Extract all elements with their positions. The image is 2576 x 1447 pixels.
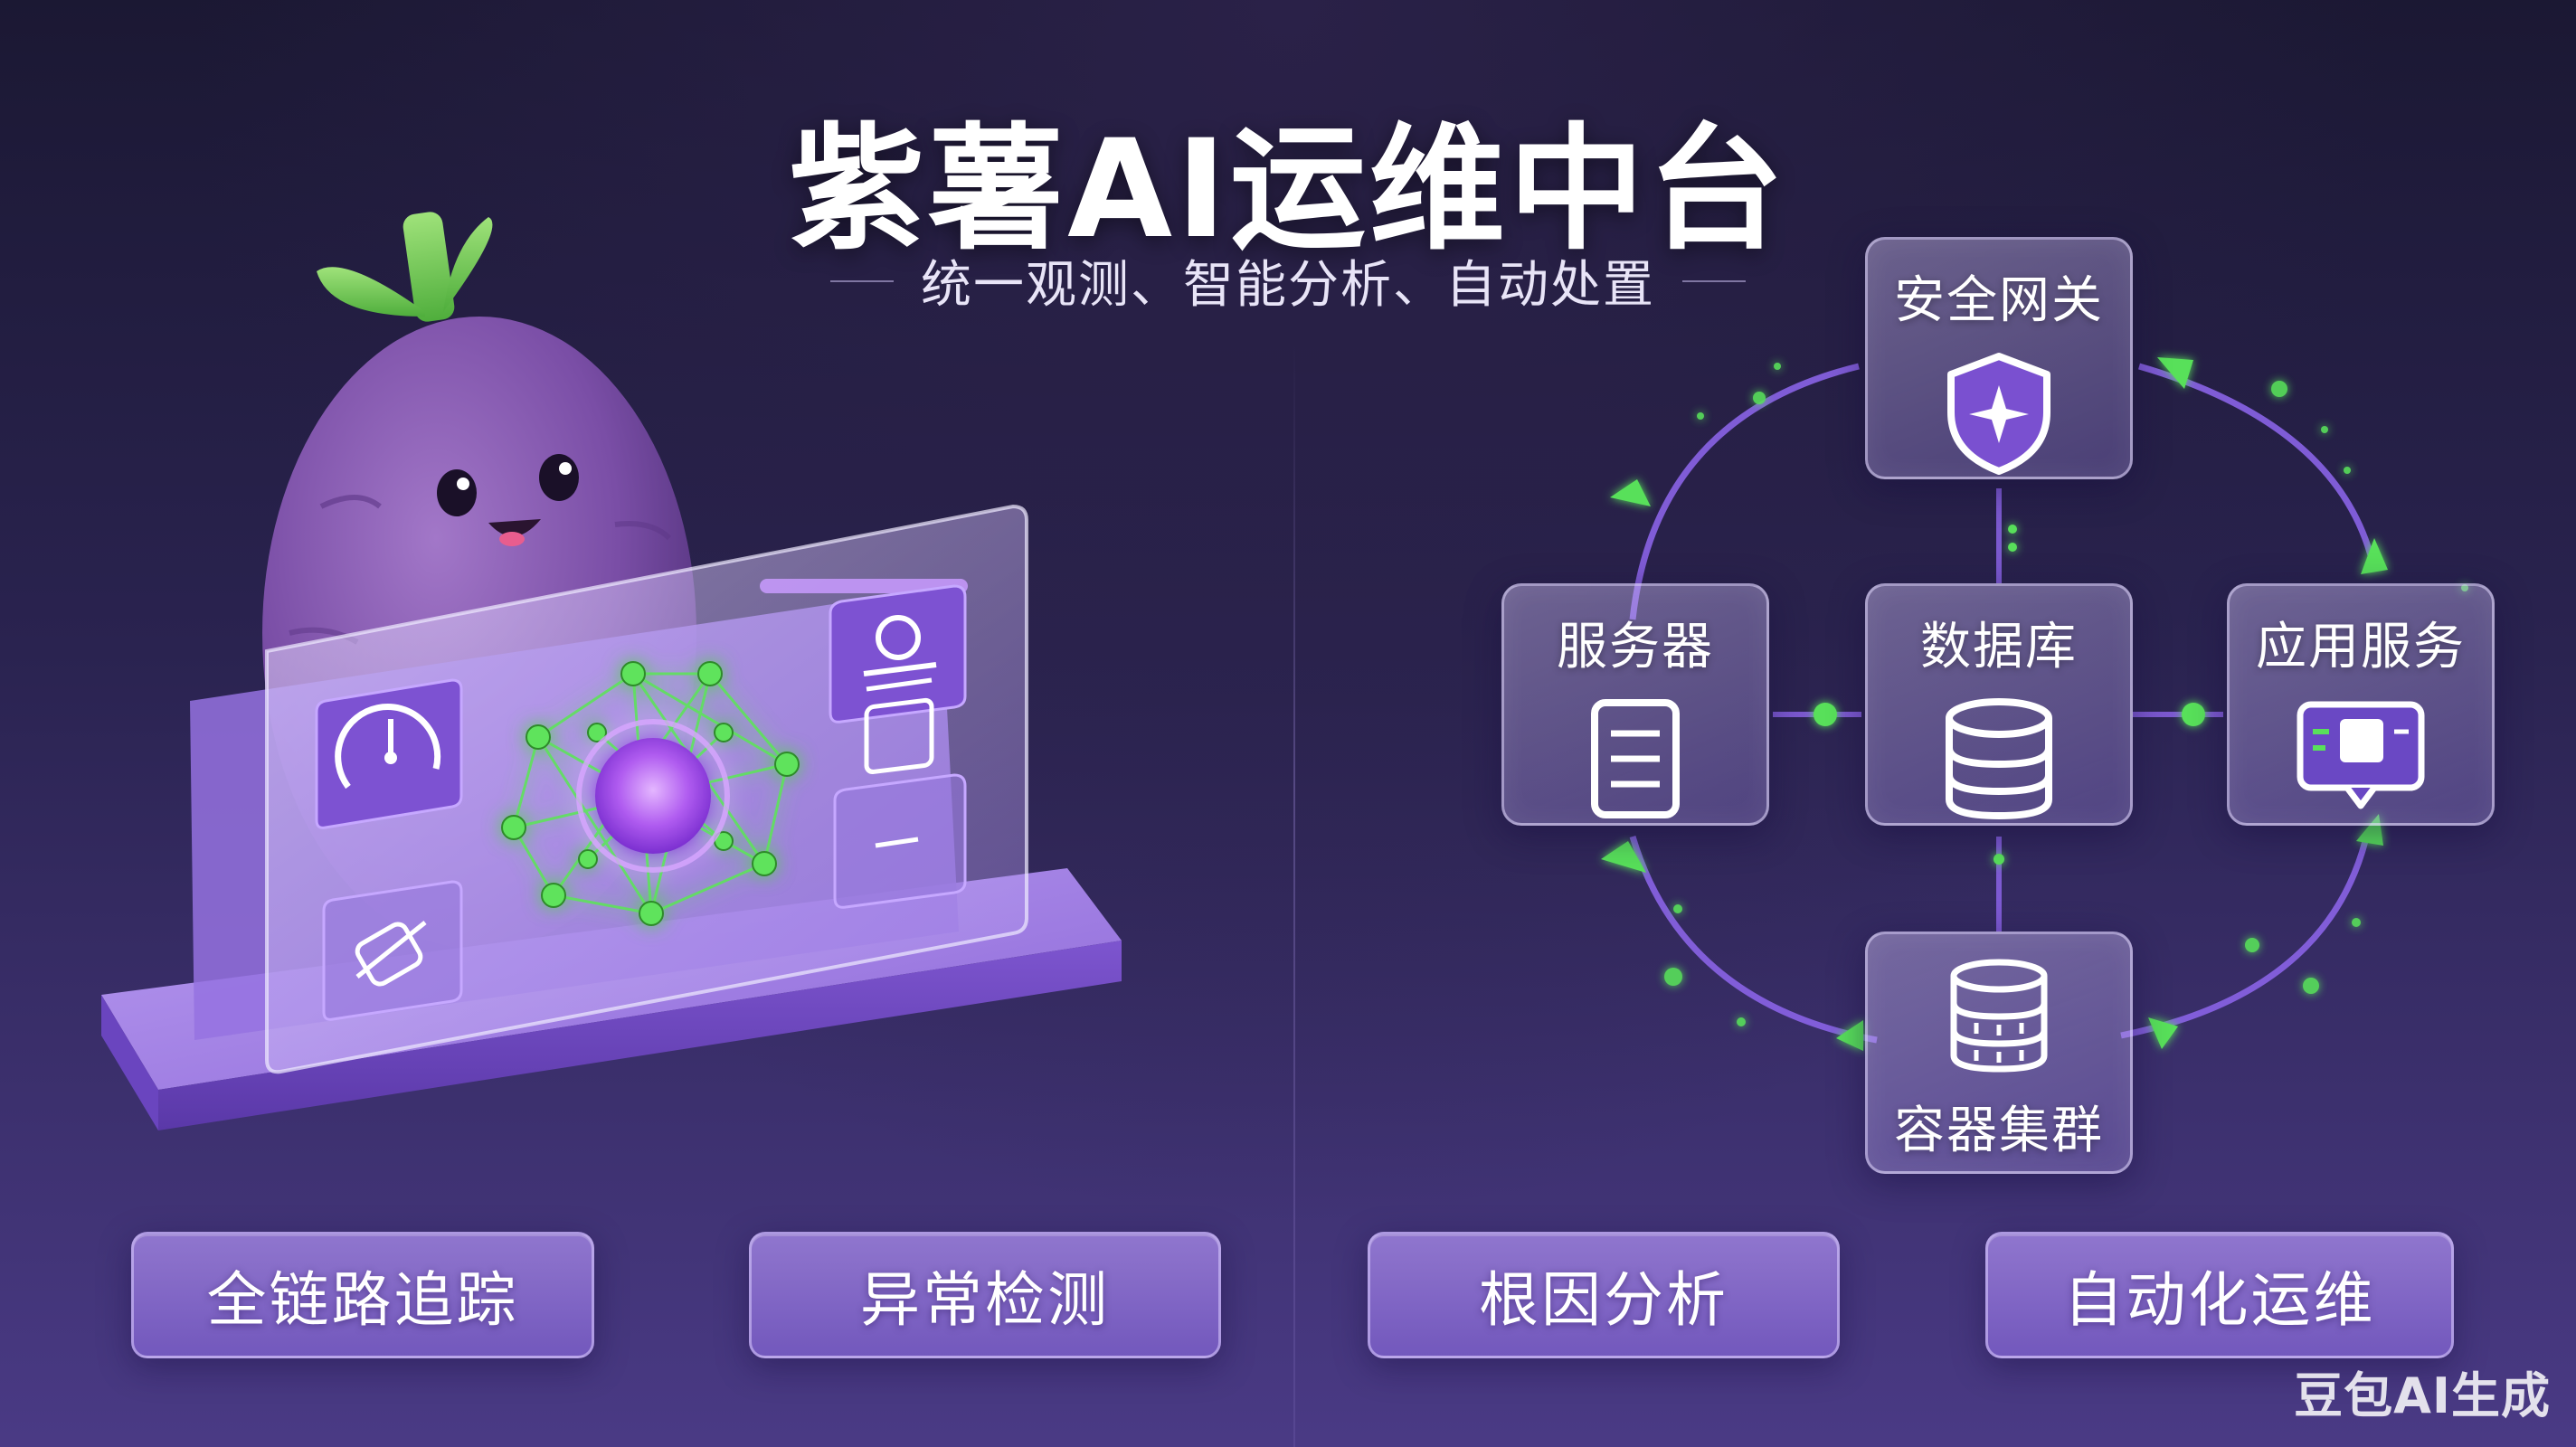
subtitle-line-left [830,279,894,282]
node-label: 数据库 [1920,618,2078,676]
mascot-illustration [0,0,1293,1212]
gauge-icon [315,678,463,829]
node-database[interactable]: 数据库 [1865,583,2133,826]
node-app-service[interactable]: 应用服务 [2227,583,2495,826]
node-container-cluster[interactable]: 容器集群 [1865,932,2133,1174]
shield-icon [1940,349,2058,479]
section-divider [1293,344,1295,1447]
node-security-gateway[interactable]: 安全网关 [1865,237,2133,479]
feature-anomaly-detection-button[interactable]: 异常检测 [749,1232,1221,1358]
node-label: 容器集群 [1894,1102,2104,1160]
page-subtitle: 统一观测、智能分析、自动处置 [921,256,1655,315]
network-graph-icon [501,661,800,926]
server-icon [1586,695,1685,826]
cluster-icon [1945,958,2053,1079]
document-icon [833,697,967,909]
node-label: 安全网关 [1894,271,2104,330]
tools-icon [322,880,463,1021]
watermark: 豆包AI生成 [2294,1367,2551,1424]
diagram-links [1601,357,2468,1051]
feature-auto-ops-button[interactable]: 自动化运维 [1985,1232,2454,1358]
app-window-icon [2293,695,2429,817]
database-icon [1940,695,2058,826]
subtitle-line-right [1682,279,1746,282]
page-title: 紫薯AI运维中台 [789,111,1787,269]
sweet-potato-mascot-icon [101,212,1122,1130]
node-label: 服务器 [1557,618,1714,676]
subtitle-row: 统一观测、智能分析、自动处置 [0,244,2576,317]
user-card-icon [829,584,967,724]
feature-root-cause-button[interactable]: 根因分析 [1368,1232,1840,1358]
infrastructure-diagram: 安全网关 服务器 数据库 [1302,208,2576,1203]
node-server[interactable]: 服务器 [1501,583,1769,826]
node-label: 应用服务 [2256,618,2466,676]
feature-full-trace-button[interactable]: 全链路追踪 [131,1232,594,1358]
